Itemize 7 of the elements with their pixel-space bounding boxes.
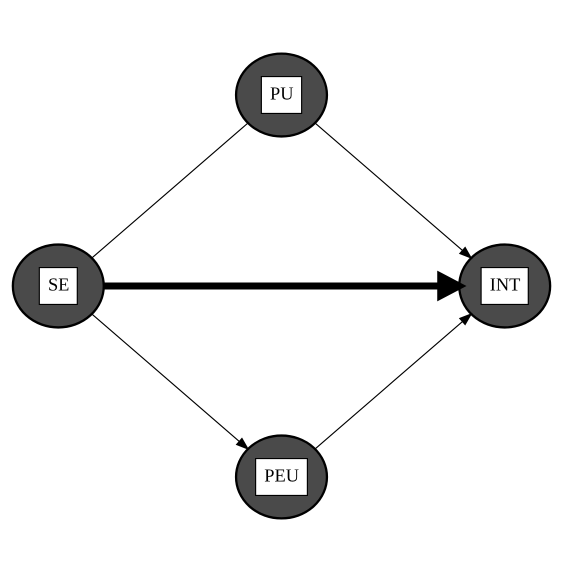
arrow <box>92 314 250 450</box>
arrow <box>314 312 472 450</box>
connector <box>92 122 248 258</box>
node-circle: PU <box>234 52 328 138</box>
arrow <box>314 122 472 260</box>
arrow <box>104 270 467 302</box>
node-circle: SE <box>12 243 105 329</box>
